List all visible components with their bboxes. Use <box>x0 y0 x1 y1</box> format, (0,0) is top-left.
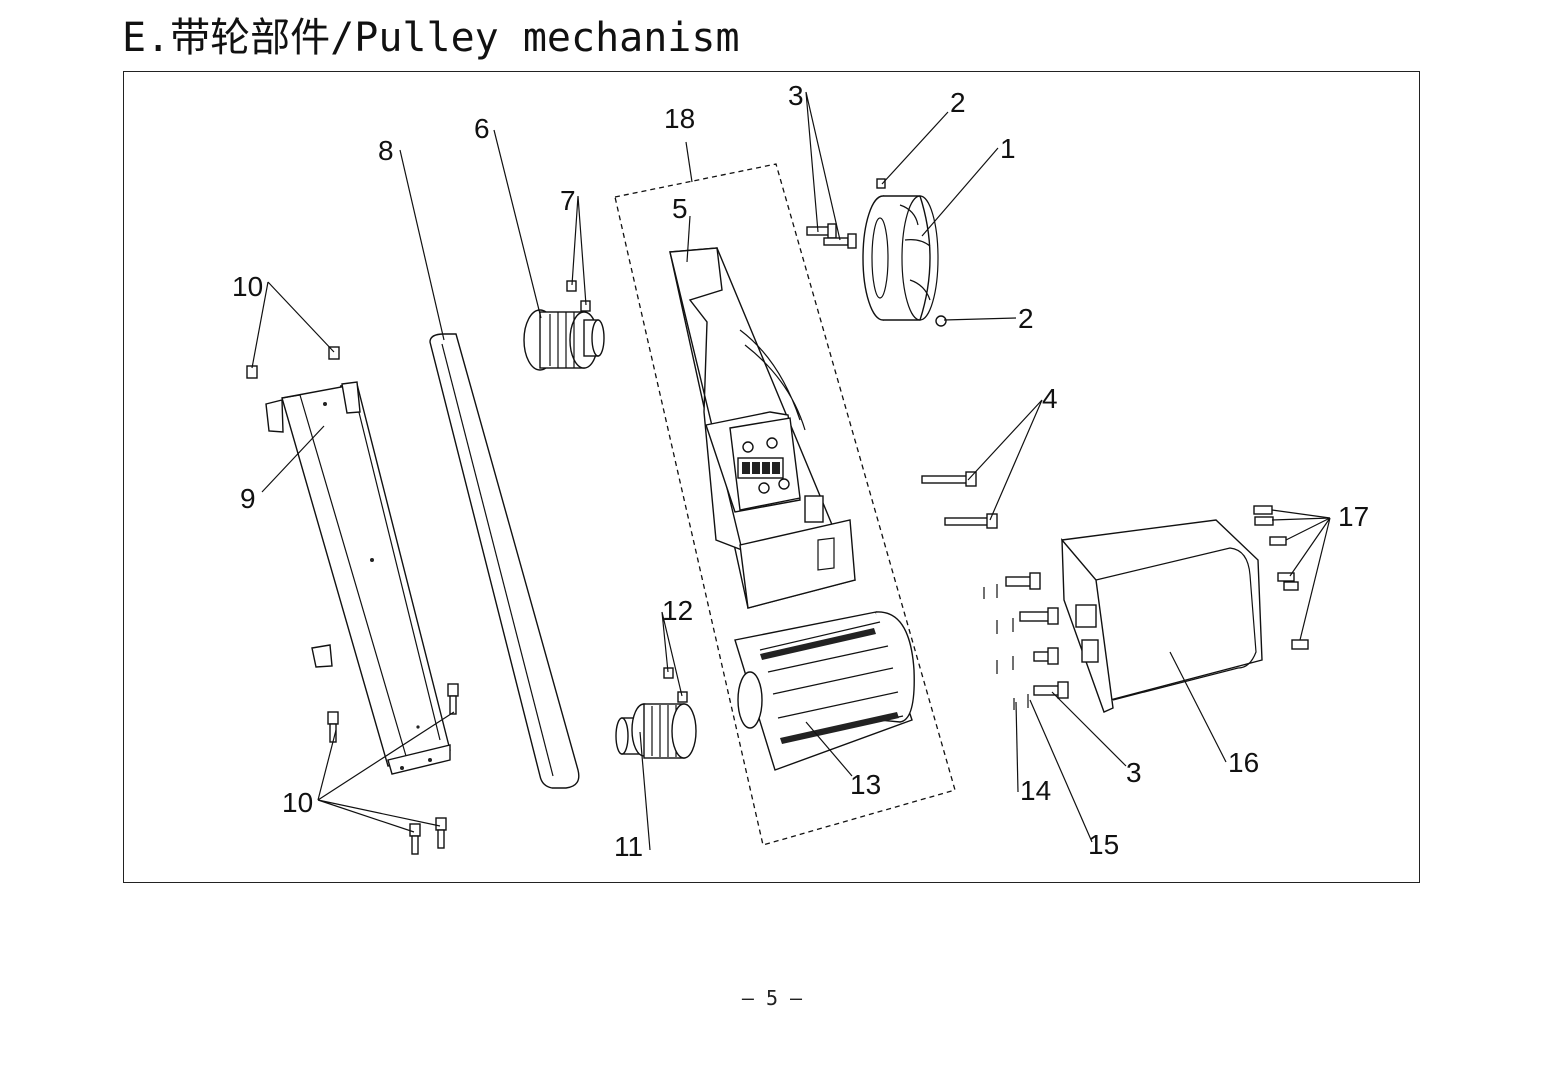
part-10-screws <box>246 346 459 855</box>
diagram-frame <box>123 71 1420 883</box>
callout-10-bottom: 10 <box>282 787 313 818</box>
callout-8: 8 <box>378 135 394 166</box>
callout-3-top: 3 <box>788 80 804 111</box>
callout-16: 16 <box>1228 747 1259 778</box>
callout-13: 13 <box>850 769 881 800</box>
part-5-housing <box>669 247 856 609</box>
callout-2-top: 2 <box>950 87 966 118</box>
callout-2-bottom: 2 <box>1018 303 1034 334</box>
callout-11: 11 <box>614 831 643 862</box>
part-2-screws <box>876 178 947 327</box>
part-17-cover-screws <box>1253 505 1309 650</box>
callout-5: 5 <box>672 193 688 224</box>
callout-3-bottom: 3 <box>1126 757 1142 788</box>
part-14-15-washers <box>983 584 1029 710</box>
callout-14: 14 <box>1020 775 1051 806</box>
callout-10-top: 10 <box>232 271 263 302</box>
part-13-motor <box>734 611 915 771</box>
callout-18: 18 <box>664 103 695 134</box>
part-4-long-screws <box>921 471 998 529</box>
callout-15: 15 <box>1088 829 1119 860</box>
part-12-set-screws <box>663 667 688 703</box>
assembly-group-outline <box>614 163 956 846</box>
callout-4: 4 <box>1042 383 1058 414</box>
part-8-belt <box>429 333 580 789</box>
callout-17: 17 <box>1338 501 1369 532</box>
part-11-lower-pulley <box>615 703 697 759</box>
part-6-upper-pulley <box>523 309 605 371</box>
page-title: E.带轮部件/Pulley mechanism <box>122 15 740 61</box>
part-3-screws <box>806 223 1069 699</box>
callout-6: 6 <box>474 113 490 144</box>
page-number: – 5 – <box>741 986 803 1010</box>
part-16-motor-cover <box>1061 519 1263 713</box>
callout-labels: 1 2 2 3 3 4 5 6 7 8 9 10 10 11 12 13 14 … <box>232 80 1369 862</box>
callout-1: 1 <box>1000 133 1016 164</box>
part-7-set-screws <box>566 280 591 312</box>
callout-12: 12 <box>662 595 693 626</box>
part-1-guard <box>862 195 939 321</box>
callout-7: 7 <box>560 185 576 216</box>
part-9-bracket <box>265 381 451 775</box>
callout-9: 9 <box>240 483 256 514</box>
leader-lines <box>251 91 1331 851</box>
